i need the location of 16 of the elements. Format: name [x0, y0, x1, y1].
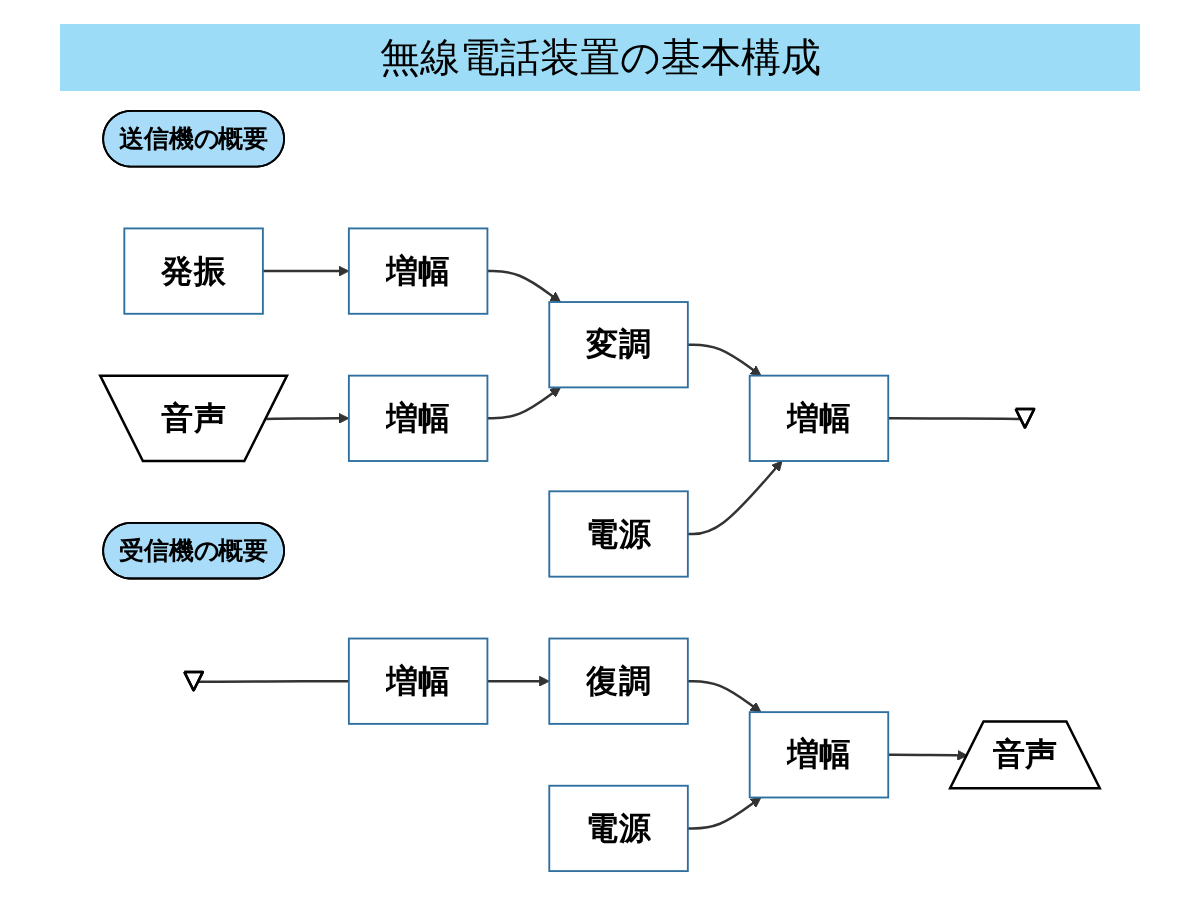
- arrow: [687, 460, 783, 536]
- arrow: [888, 749, 968, 761]
- arrow: [487, 675, 550, 687]
- arrow: [487, 386, 561, 420]
- node-box: 発振: [123, 227, 264, 315]
- arrow: [687, 797, 762, 830]
- connector: [198, 679, 349, 684]
- arrow: [687, 679, 762, 713]
- arrow: [487, 269, 561, 303]
- connector: [888, 417, 1021, 421]
- title-banner: 無線電話装置の基本構成: [60, 24, 1140, 91]
- node-box: 復調: [548, 637, 689, 725]
- node-box: 変調: [548, 301, 689, 389]
- node-box: 電源: [548, 784, 689, 873]
- arrow: [687, 343, 762, 377]
- node-box: 電源: [548, 490, 689, 578]
